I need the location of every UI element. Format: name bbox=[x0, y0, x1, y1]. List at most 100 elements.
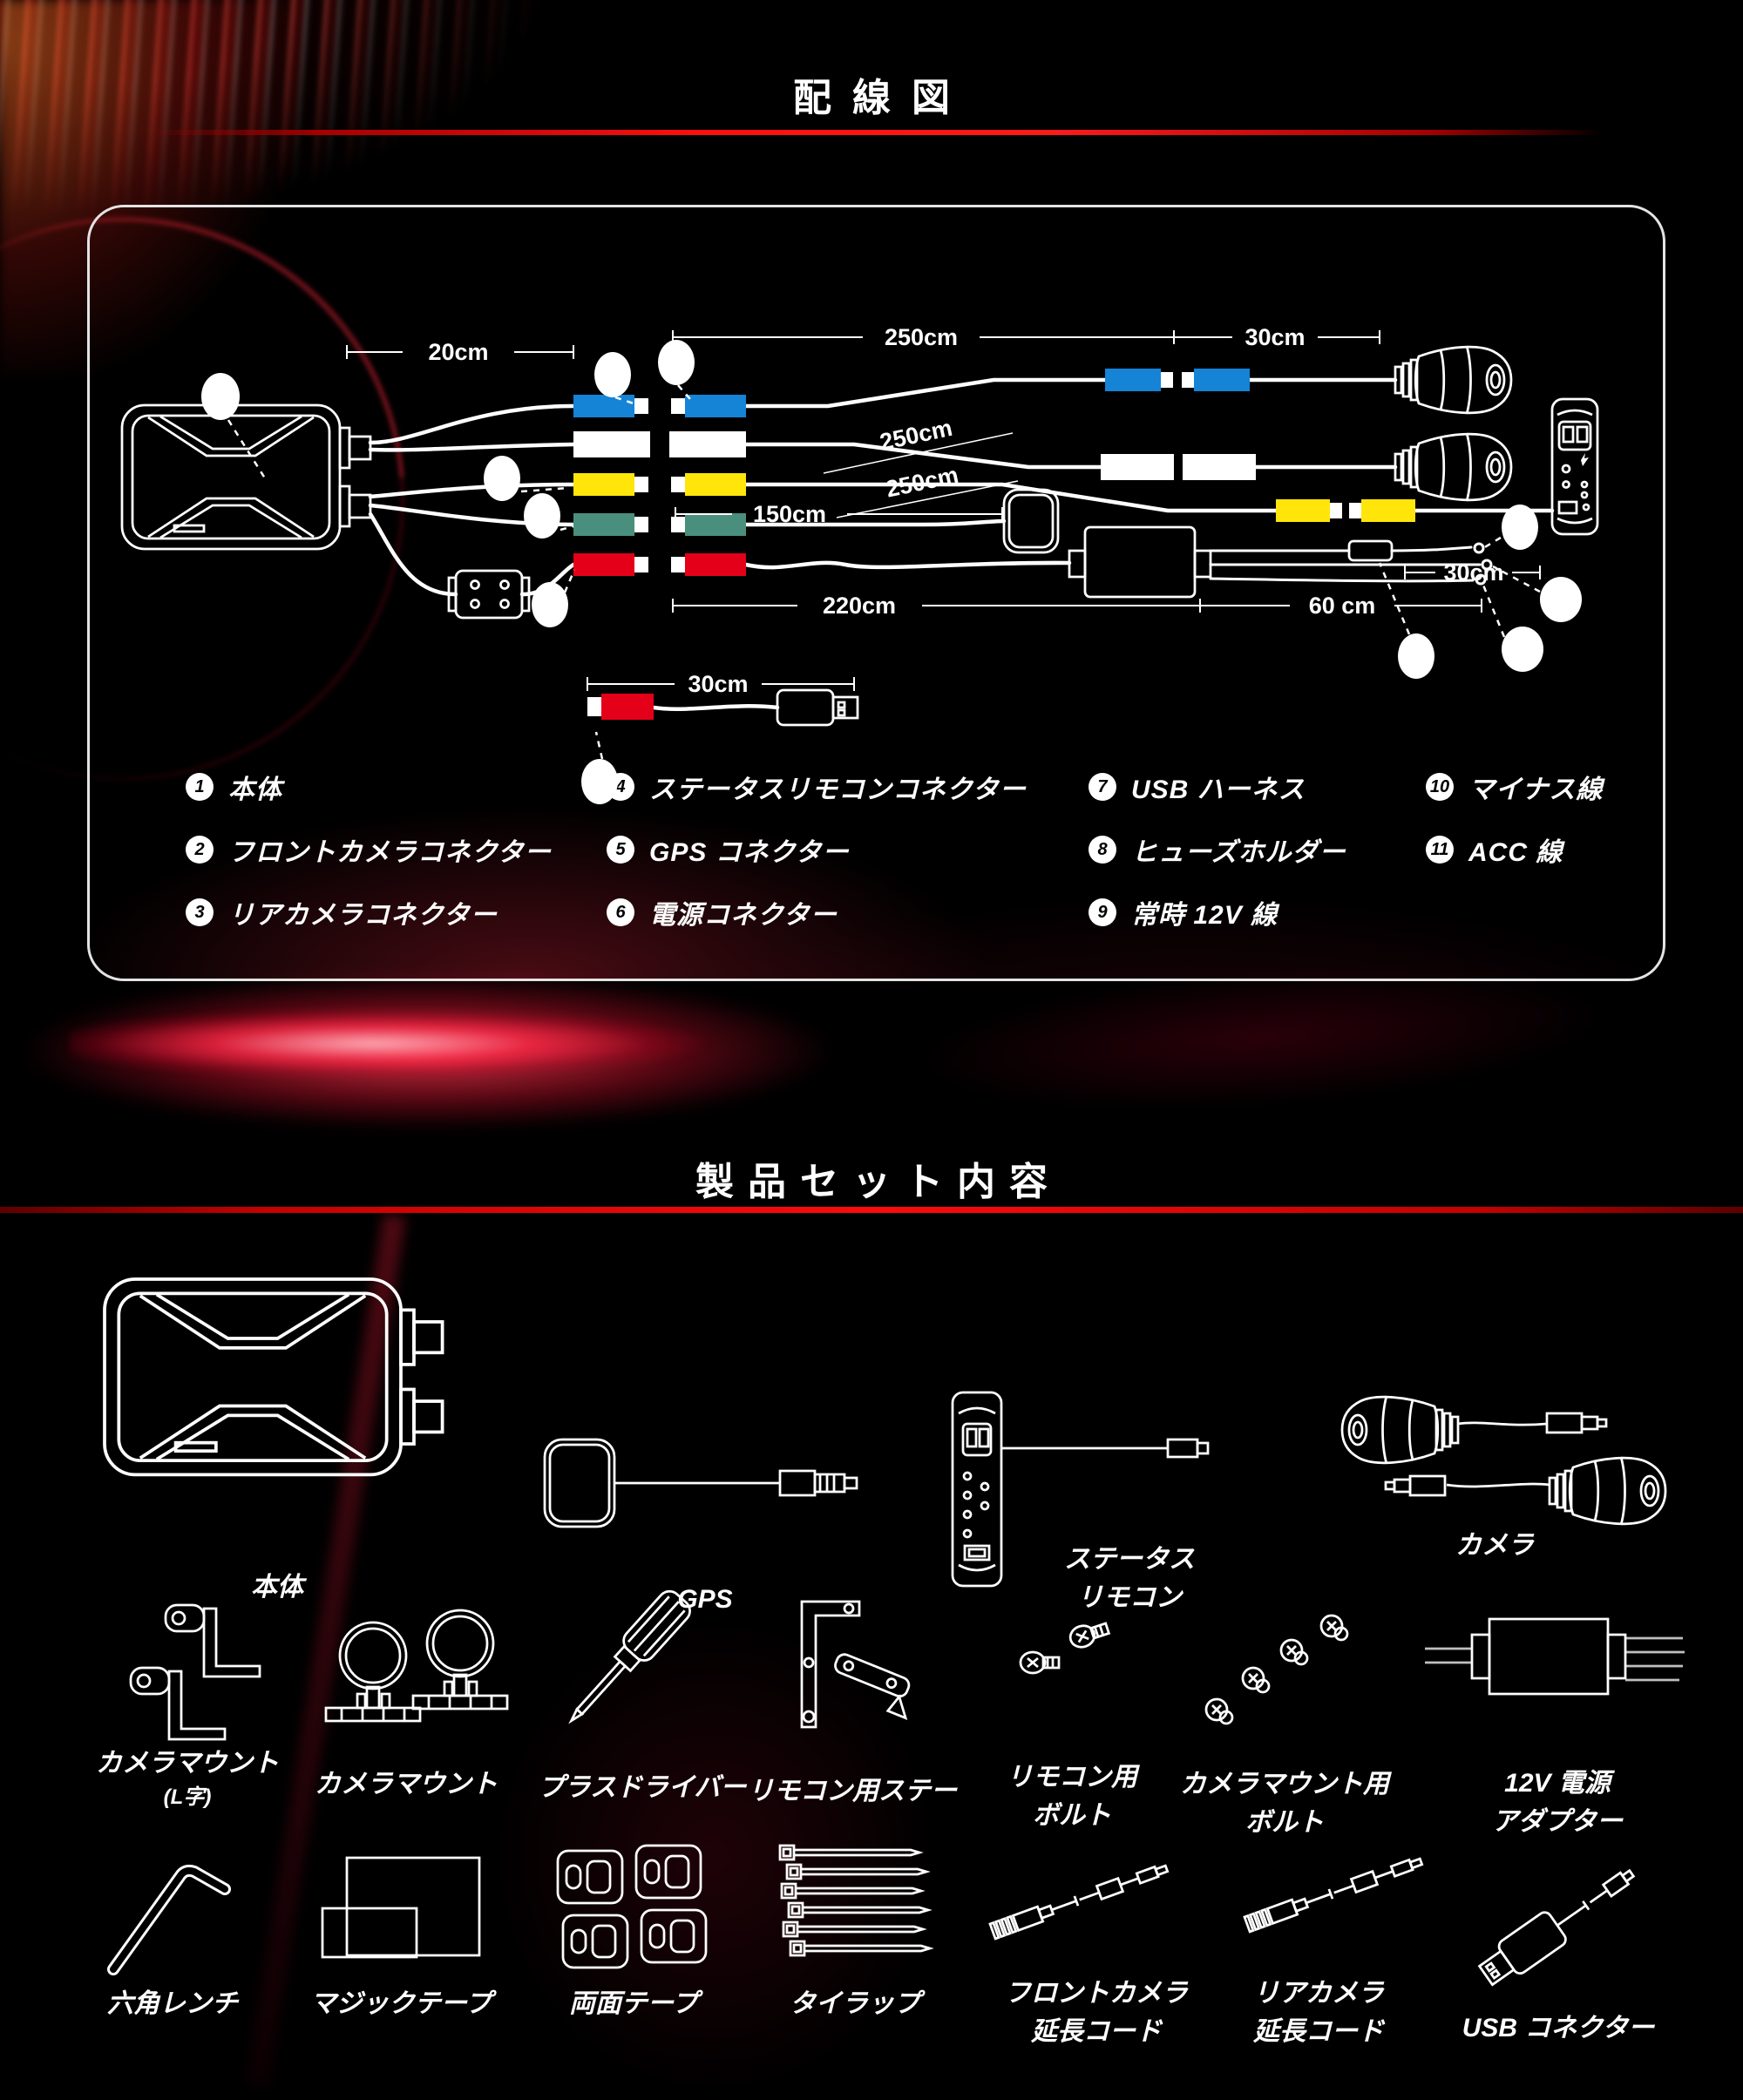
power-adapter-drawing bbox=[1068, 525, 1212, 599]
product-label: カメラマウント用ボルト bbox=[1180, 1770, 1389, 1837]
legend-label: ステータスリモコンコネクター bbox=[649, 776, 1027, 804]
usb-plug-drawing bbox=[776, 688, 859, 727]
wiring-section-title: 配線図 bbox=[793, 77, 971, 119]
callout-number: 1 bbox=[214, 384, 227, 412]
gps-drawing bbox=[1002, 488, 1060, 554]
product-label: タイラップ bbox=[790, 1989, 920, 2018]
gps-cable bbox=[743, 518, 1007, 527]
callout-number: 8 bbox=[1409, 644, 1424, 672]
rear-camera-connector bbox=[669, 431, 746, 457]
wire-end bbox=[1481, 559, 1493, 571]
legend-number: 9 bbox=[1089, 898, 1116, 926]
remote-connector bbox=[573, 473, 634, 496]
rear-camera-cable bbox=[743, 442, 1103, 470]
camera-inline-connector bbox=[1101, 454, 1174, 480]
camera-inline-connector bbox=[1105, 369, 1161, 391]
front-camera-connector bbox=[573, 395, 634, 417]
callout-number: 4 bbox=[494, 466, 509, 494]
remote-stay-icon bbox=[800, 1600, 911, 1729]
status-remote-icon bbox=[951, 1391, 1210, 1588]
product-icons bbox=[103, 1277, 1685, 1987]
connector-blocks bbox=[573, 369, 1415, 720]
camera-icon bbox=[1384, 1455, 1667, 1527]
hex-wrench-icon bbox=[107, 1864, 231, 1975]
products-section-title: 製品セット内容 bbox=[695, 1161, 1061, 1203]
product-label: USB コネクター bbox=[1462, 2014, 1655, 2042]
legend-label: ACC 線 bbox=[1468, 838, 1563, 867]
camera-mount-icon bbox=[324, 1609, 509, 1723]
mount-bolts-icon bbox=[1204, 1614, 1349, 1725]
product-label: 本体 bbox=[251, 1573, 303, 1602]
power-connector bbox=[573, 553, 634, 576]
legend-label: フロントカメラコネクター bbox=[228, 838, 552, 867]
remote-connector bbox=[685, 473, 746, 496]
rear-camera-cable bbox=[368, 442, 576, 452]
legend-number: 3 bbox=[186, 898, 214, 926]
usb-cable bbox=[651, 704, 780, 711]
double-sided-tape-icon bbox=[556, 1844, 708, 1969]
camera-mount-l-icon bbox=[129, 1603, 261, 1741]
usb-harness-connector bbox=[587, 697, 601, 716]
usb-connector-icon bbox=[1477, 1868, 1636, 1987]
power-adapter-icon bbox=[1425, 1617, 1685, 1696]
legend-number: 10 bbox=[1426, 773, 1454, 801]
screwdriver-icon bbox=[568, 1589, 691, 1724]
product-label: 六角レンチ bbox=[107, 1989, 238, 2018]
legend-item: 5 GPS コネクター bbox=[607, 831, 1027, 868]
product-label: プラスドライバー bbox=[538, 1773, 747, 1802]
legend-number: 11 bbox=[1426, 836, 1454, 864]
camera-inline-connector bbox=[1183, 454, 1256, 480]
remote-bolts-icon bbox=[1019, 1622, 1111, 1675]
dim-label: 30cm bbox=[1443, 559, 1503, 586]
dim-label: 250cm bbox=[884, 462, 960, 503]
callout-number: 9 bbox=[1513, 515, 1527, 543]
dim-label: 30cm bbox=[1245, 324, 1305, 350]
legend-item: 11 ACC 線 bbox=[1426, 831, 1603, 868]
front-extension-cord-icon bbox=[988, 1864, 1170, 1941]
main-unit-drawing bbox=[120, 403, 372, 551]
rear-camera-connector bbox=[573, 431, 650, 457]
legend-number: 2 bbox=[186, 836, 214, 864]
power-connector bbox=[685, 553, 746, 576]
callout-number: 7 bbox=[593, 769, 608, 797]
cables bbox=[368, 377, 1555, 711]
product-label: リモコン用ステー bbox=[748, 1777, 957, 1805]
wire-end bbox=[1473, 542, 1485, 554]
callout-number: 5 bbox=[535, 504, 550, 532]
title-underline bbox=[148, 130, 1604, 135]
callout-number: 6 bbox=[543, 593, 558, 620]
remote-inline-connector bbox=[1276, 499, 1330, 522]
dimension-lines bbox=[346, 330, 1541, 691]
legend-number: 1 bbox=[186, 773, 214, 801]
remote-cable bbox=[368, 482, 576, 499]
legend-number: 5 bbox=[607, 836, 634, 864]
cable-ties-icon bbox=[778, 1844, 934, 1957]
main-unit-icon bbox=[103, 1277, 444, 1477]
callout-leaders bbox=[227, 384, 1541, 760]
dim-label: 150cm bbox=[753, 501, 826, 527]
gps-icon bbox=[543, 1438, 858, 1528]
product-label: ステータスリモコン bbox=[1064, 1545, 1195, 1612]
usb-harness-connector bbox=[601, 694, 654, 720]
legend-item: 2 フロントカメラコネクター bbox=[186, 831, 552, 868]
legend-label: USB ハーネス bbox=[1131, 776, 1306, 804]
product-label: リモコン用ボルト bbox=[1007, 1763, 1137, 1830]
fuse-holder-drawing bbox=[1347, 539, 1394, 562]
product-label: カメラ bbox=[1455, 1531, 1534, 1560]
power-cable bbox=[743, 560, 1072, 570]
legend-label: ヒューズホルダー bbox=[1131, 838, 1346, 867]
legend-label: GPS コネクター bbox=[649, 838, 850, 867]
gps-connector bbox=[685, 513, 746, 536]
callout-number: 2 bbox=[668, 350, 683, 378]
product-label: リアカメラ延長コード bbox=[1253, 1979, 1384, 2046]
velcro-tape-icon bbox=[321, 1856, 481, 1959]
rear-camera-drawing bbox=[1394, 431, 1513, 503]
front-camera-cable bbox=[368, 403, 576, 445]
